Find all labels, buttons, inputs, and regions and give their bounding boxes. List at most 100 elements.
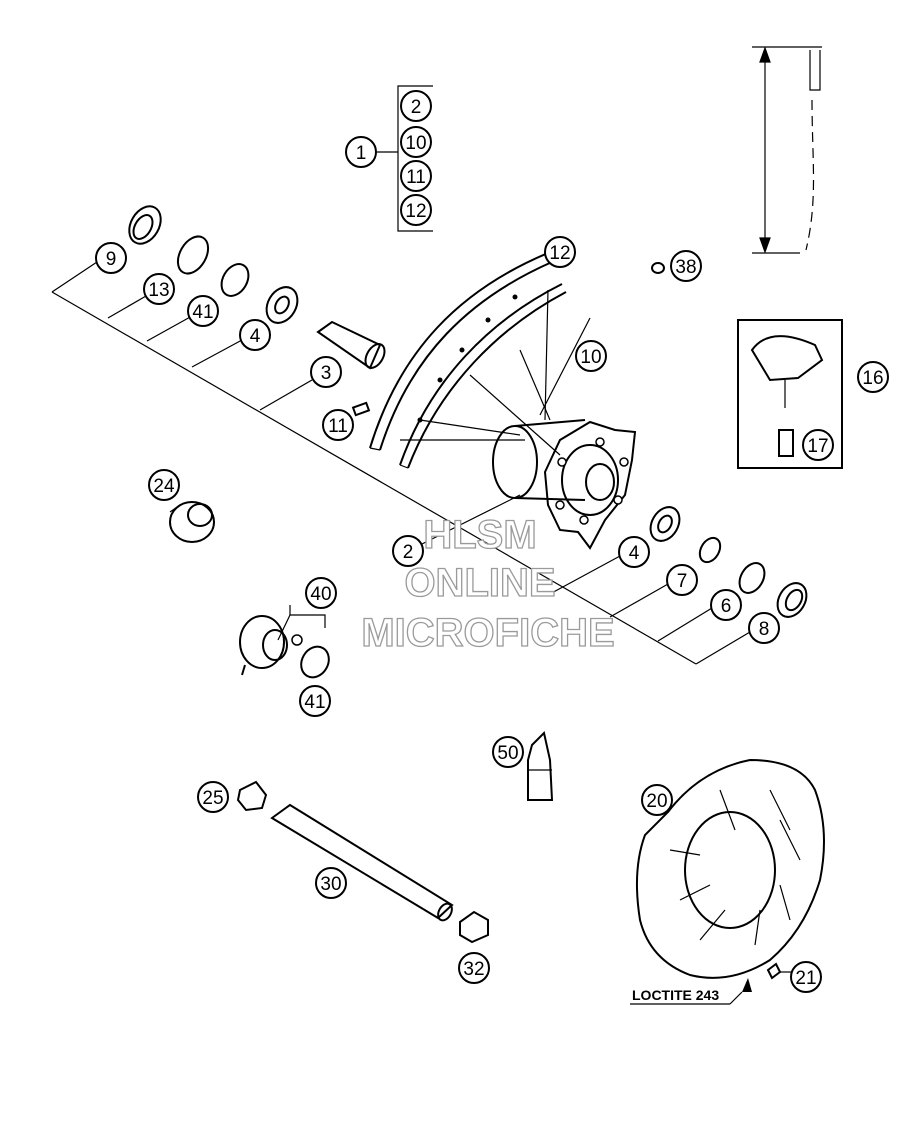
callout-label: 16: [862, 368, 883, 389]
callout-c-50: 50: [492, 736, 524, 768]
axle-30: [270, 803, 454, 922]
callout-c-13: 13: [143, 273, 175, 305]
spokes: [400, 289, 591, 456]
callout-circle: [197, 781, 229, 813]
callout-c-2b: 2: [392, 535, 424, 567]
callout-circle: [143, 273, 175, 305]
callout-circle: [641, 784, 673, 816]
callout-circle: [310, 356, 342, 388]
grease-tube-50: [527, 731, 554, 801]
nipple-11: [351, 401, 371, 417]
valve-box: [737, 319, 843, 469]
callout-label: 2: [411, 97, 422, 118]
callout-c-11a: 11: [400, 160, 432, 192]
callout-circle: [666, 564, 698, 596]
seal-ring-9: [128, 205, 162, 245]
callout-label: 41: [304, 692, 325, 713]
callout-circle: [458, 952, 490, 984]
wheel-rim: [369, 252, 567, 469]
callout-c-10a: 10: [400, 126, 432, 158]
callout-label: 10: [580, 347, 601, 368]
callout-label: 2: [403, 542, 414, 563]
callout-c-40: 40: [305, 577, 337, 609]
spacer-24: [169, 501, 215, 543]
wheel-hub: [492, 419, 637, 550]
callout-c-4b: 4: [618, 536, 650, 568]
callout-circle: [670, 250, 702, 282]
callout-label: 40: [310, 584, 331, 605]
spacer-sleeve-3: [316, 320, 386, 370]
callout-label: 32: [463, 959, 484, 980]
bearing-4-left: [265, 286, 299, 324]
callout-circle: [492, 736, 524, 768]
callout-c-12a: 12: [400, 194, 432, 226]
watermark-line-2: ONLINE: [404, 561, 555, 605]
callout-circle: [802, 429, 834, 461]
callout-circle: [544, 236, 576, 268]
nut-25: [236, 780, 268, 812]
callout-label: 11: [406, 167, 426, 188]
callout-label: 9: [106, 249, 117, 270]
callout-circle: [187, 295, 219, 327]
callout-label: 11: [328, 416, 348, 437]
callout-label: 10: [405, 133, 426, 154]
watermark-line-3: MICROFICHE: [361, 611, 614, 655]
callout-c-16: 16: [857, 361, 889, 393]
callout-label: 30: [320, 874, 341, 895]
callout-label: 50: [497, 743, 518, 764]
callout-label: 17: [807, 436, 828, 457]
callout-c-24: 24: [148, 469, 180, 501]
callout-c-17: 17: [802, 429, 834, 461]
callout-circle: [322, 409, 354, 441]
callout-c-9: 9: [95, 242, 127, 274]
callout-c-41a: 41: [187, 295, 219, 327]
callout-label: 8: [759, 619, 770, 640]
o-ring-13: [176, 235, 210, 275]
callout-circle: [400, 194, 432, 226]
callout-label: 24: [153, 476, 175, 497]
callout-circle: [748, 612, 780, 644]
callout-c-7: 7: [666, 564, 698, 596]
callout-circle: [710, 589, 742, 621]
callout-c-3: 3: [310, 356, 342, 388]
callout-label: 21: [795, 968, 816, 989]
callout-c-8: 8: [748, 612, 780, 644]
callout-label: 12: [405, 201, 426, 222]
callout-circle: [345, 136, 377, 168]
callout-label: 4: [629, 543, 640, 564]
callout-label: 12: [549, 243, 570, 264]
callout-label: 20: [646, 791, 667, 812]
callout-c-38: 38: [670, 250, 702, 282]
bolt-21: [742, 962, 782, 992]
callout-label: 1: [356, 143, 367, 164]
callout-c-6: 6: [710, 589, 742, 621]
callout-label: 6: [721, 596, 732, 617]
callout-circle: [95, 242, 127, 274]
callout-c-2a: 2: [400, 90, 432, 122]
callout-c-1: 1: [345, 136, 377, 168]
callout-c-10b: 10: [575, 340, 607, 372]
callout-c-41b: 41: [299, 685, 331, 717]
callout-c-20: 20: [641, 784, 673, 816]
callout-label: 7: [677, 571, 688, 592]
ring-41-lower: [300, 645, 330, 679]
speedo-drive-40: [239, 615, 303, 676]
seal-8: [776, 582, 808, 618]
leader-lines: [51, 46, 822, 1005]
callout-c-25: 25: [197, 781, 229, 813]
callout-circle: [299, 685, 331, 717]
loctite-note: LOCTITE 243: [632, 987, 719, 1003]
callout-c-30: 30: [315, 867, 347, 899]
callout-c-21: 21: [790, 961, 822, 993]
callout-circle: [400, 126, 432, 158]
ring-6: [738, 562, 766, 594]
callout-circle: [392, 535, 424, 567]
callout-circle: [305, 577, 337, 609]
callout-circle: [857, 361, 889, 393]
callout-label: 3: [321, 363, 332, 384]
callout-c-32: 32: [458, 952, 490, 984]
callout-circle: [400, 160, 432, 192]
callout-label: 13: [148, 280, 169, 301]
callout-circle: [575, 340, 607, 372]
